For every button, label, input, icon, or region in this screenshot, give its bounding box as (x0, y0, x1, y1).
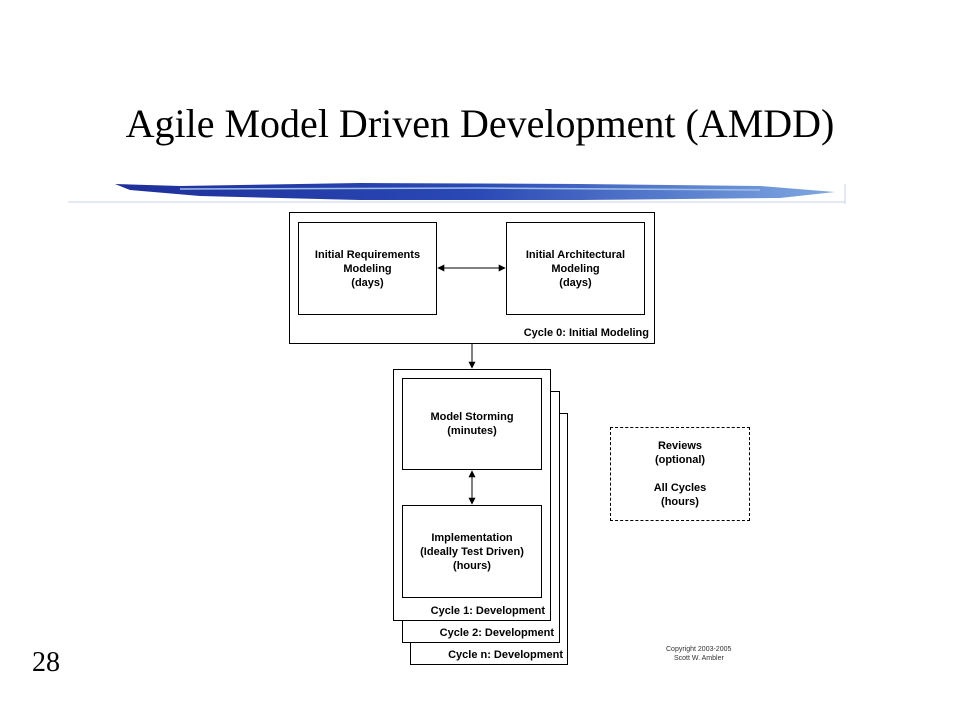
cycle-n-label: Cycle n: Development (448, 649, 563, 661)
initial-architectural-box: Initial Architectural Modeling (days) (506, 222, 645, 315)
cycle0-label: Cycle 0: Initial Modeling (523, 327, 649, 339)
cycle1-label: Cycle 1: Development (430, 605, 545, 617)
model-storming-text: Model Storming (minutes) (430, 411, 514, 437)
brush-stroke-decoration (68, 183, 846, 204)
copyright-notice: Copyright 2003-2005 Scott W. Ambler (666, 646, 732, 662)
initial-requirements-box: Initial Requirements Modeling (days) (298, 222, 437, 315)
model-storming-box: Model Storming (minutes) (402, 378, 542, 470)
implementation-text: Implementation (Ideally Test Driven) (ho… (420, 531, 524, 572)
implementation-box: Implementation (Ideally Test Driven) (ho… (402, 505, 542, 598)
initial-architectural-text: Initial Architectural Modeling (days) (525, 248, 626, 289)
reviews-box: Reviews (optional) All Cycles (hours) (610, 427, 750, 521)
initial-requirements-text: Initial Requirements Modeling (days) (314, 248, 421, 289)
slide-number: 28 (32, 647, 60, 678)
cycle2-label: Cycle 2: Development (439, 627, 554, 639)
reviews-text: Reviews (optional) All Cycles (hours) (653, 440, 707, 508)
slide-title: Agile Model Driven Development (AMDD) (125, 101, 835, 146)
